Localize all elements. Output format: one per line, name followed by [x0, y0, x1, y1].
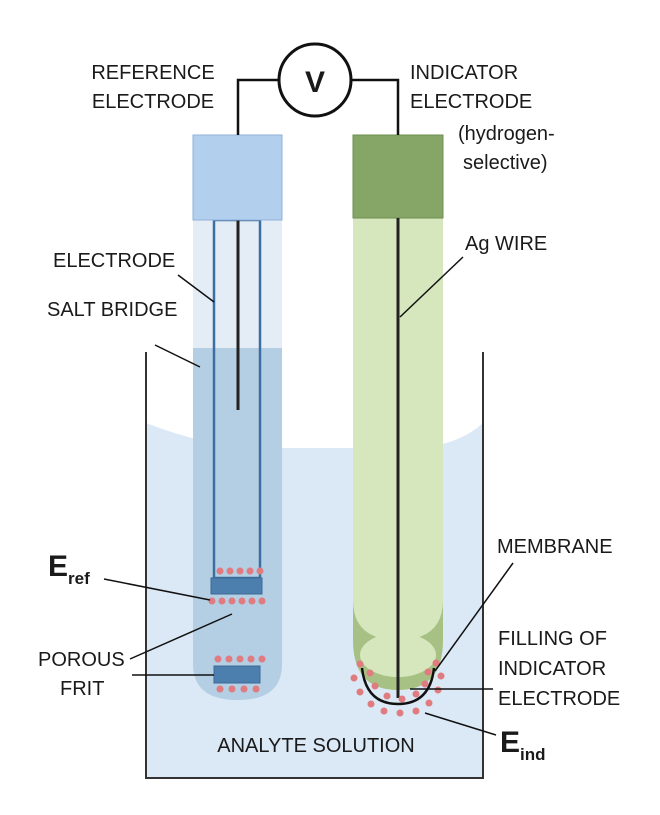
leader-electrode	[177, 274, 215, 303]
label-indicator-line3: (hydrogen-	[458, 123, 555, 145]
charge-dots-eref-bottom	[208, 597, 266, 605]
beaker	[145, 352, 484, 779]
label-filling-line1: FILLING OF	[498, 628, 607, 650]
label-e-ind: Eind	[500, 726, 546, 764]
label-indicator-line4: selective)	[463, 152, 547, 174]
label-electrode: ELECTRODE	[53, 250, 175, 272]
reference-cap	[192, 134, 283, 221]
label-reference-line1: REFERENCE	[91, 62, 214, 84]
label-membrane: MEMBRANE	[497, 536, 613, 558]
leader-salt-bridge	[154, 344, 201, 368]
leader-eref	[103, 578, 211, 601]
e-ind-sub: ind	[520, 745, 546, 764]
voltmeter-symbol: V	[305, 66, 325, 99]
leader-ag-wire	[399, 256, 464, 318]
charge-dots-frit-bottom	[216, 685, 260, 693]
label-indicator-line1: INDICATOR	[410, 62, 518, 84]
inner-frit	[210, 577, 263, 595]
e-ref-main: E	[48, 550, 68, 583]
circuit-wire-right	[352, 78, 400, 135]
leader-lines	[103, 256, 514, 736]
label-ag-wire: Ag WIRE	[465, 233, 547, 255]
label-filling-line2: INDICATOR	[498, 658, 606, 680]
circuit-wire-left	[236, 78, 278, 135]
charge-dots-eind	[350, 659, 445, 717]
e-ind-main: E	[500, 726, 520, 759]
indicator-cap	[352, 134, 444, 219]
label-indicator-line2: ELECTRODE	[410, 91, 532, 113]
label-salt-bridge: SALT BRIDGE	[47, 299, 177, 321]
leader-membrane	[434, 562, 514, 672]
membrane-outline	[360, 667, 436, 706]
label-porous-line2: FRIT	[60, 678, 104, 700]
label-filling-line3: ELECTRODE	[498, 688, 620, 710]
label-e-ref: Eref	[48, 550, 90, 588]
label-reference-line2: ELECTRODE	[92, 91, 214, 113]
e-ref-sub: ref	[68, 569, 90, 588]
charge-dots-frit-top	[214, 655, 266, 663]
voltmeter	[277, 42, 353, 118]
label-analyte-solution: ANALYTE SOLUTION	[217, 735, 414, 757]
leader-eind	[424, 712, 497, 736]
leader-frit-upper	[129, 613, 233, 660]
label-porous-line1: POROUS	[38, 649, 125, 671]
porous-frit	[213, 665, 261, 684]
charge-dots-eref-top	[216, 567, 264, 575]
